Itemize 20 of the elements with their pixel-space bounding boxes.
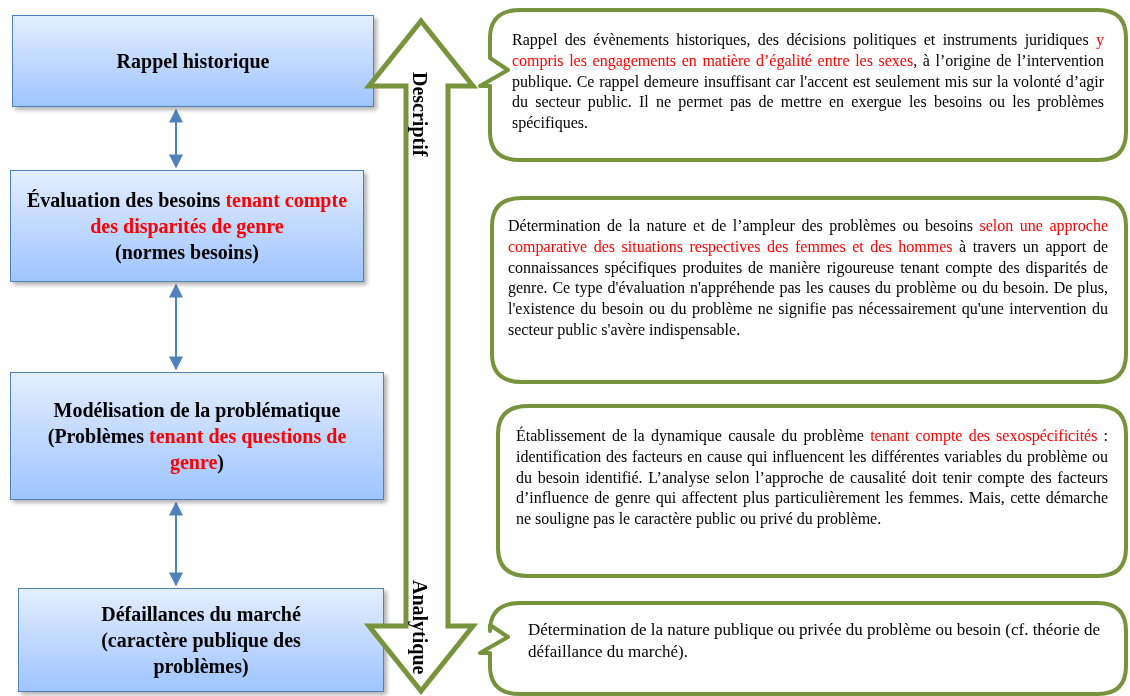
description-text: Détermination de la nature et de l’ampleur des problèmes ou besoins selon une approche comparative des situations respectives des femmes et des hommes à travers un apport de connaissances spécifiques produites de manière rigoureuse tenant compte des disparités de genre. Ce type d'évaluation n'appréhende pas les causes du problème ou du besoin. De plus, l'existence du besoin ou du problème ne signifie pas nécessairement qu'une intervention du secteur public s'avère indispensable.: [508, 216, 1108, 341]
axis-label: Analytique: [410, 579, 430, 674]
step-label: Défaillances du marché (caractère publique des problèmes): [100, 602, 302, 679]
step-label: Modélisation de la problématique (Problèmes tenant des questions de genre): [46, 398, 348, 475]
double-arrow: [169, 501, 183, 587]
double-arrow-shape: [366, 18, 476, 694]
process-box: [10, 170, 364, 282]
double-arrow: [169, 283, 183, 371]
description-text: Détermination de la nature publique ou privée du problème ou besoin (cf. théorie de défaillance du marché).: [528, 619, 1102, 664]
callout-box: [478, 8, 1128, 162]
process-box: [10, 372, 384, 500]
description-text: Rappel des évènements historiques, des décisions politiques et instruments juridiques y compris les engagements en matière d’égalité entre les sexes, à l’origine de l’intervention publique. Ce rappel demeure insuffisant car l'accent est seulement mis sur la volonté d’agir du secteur public. Il ne permet pas de mettre en exergue les besoins ou les problèmes spécifiques.: [512, 30, 1104, 134]
step-label: Évaluation des besoins tenant compte des disparités de genre (normes besoins): [26, 188, 348, 265]
description-text: Établissement de la dynamique causale du problème tenant compte des sexospécificités : identification des facteurs en cause qui influencent les différentes variables du problème ou du besoin identifié. L’analyse selon l’approche de causalité doit tenir compte des facteurs d’influence de genre qui affectent plus particulièrement les femmes. Mais, cette démarche ne souligne pas le caractère public ou privé du problème.: [516, 426, 1108, 530]
process-box: [18, 588, 384, 692]
step-label: Rappel historique: [116, 49, 270, 74]
double-arrow: [169, 108, 183, 169]
callout-box: [478, 601, 1128, 696]
axis-label: Descriptif: [410, 72, 430, 157]
process-box: [12, 15, 374, 107]
